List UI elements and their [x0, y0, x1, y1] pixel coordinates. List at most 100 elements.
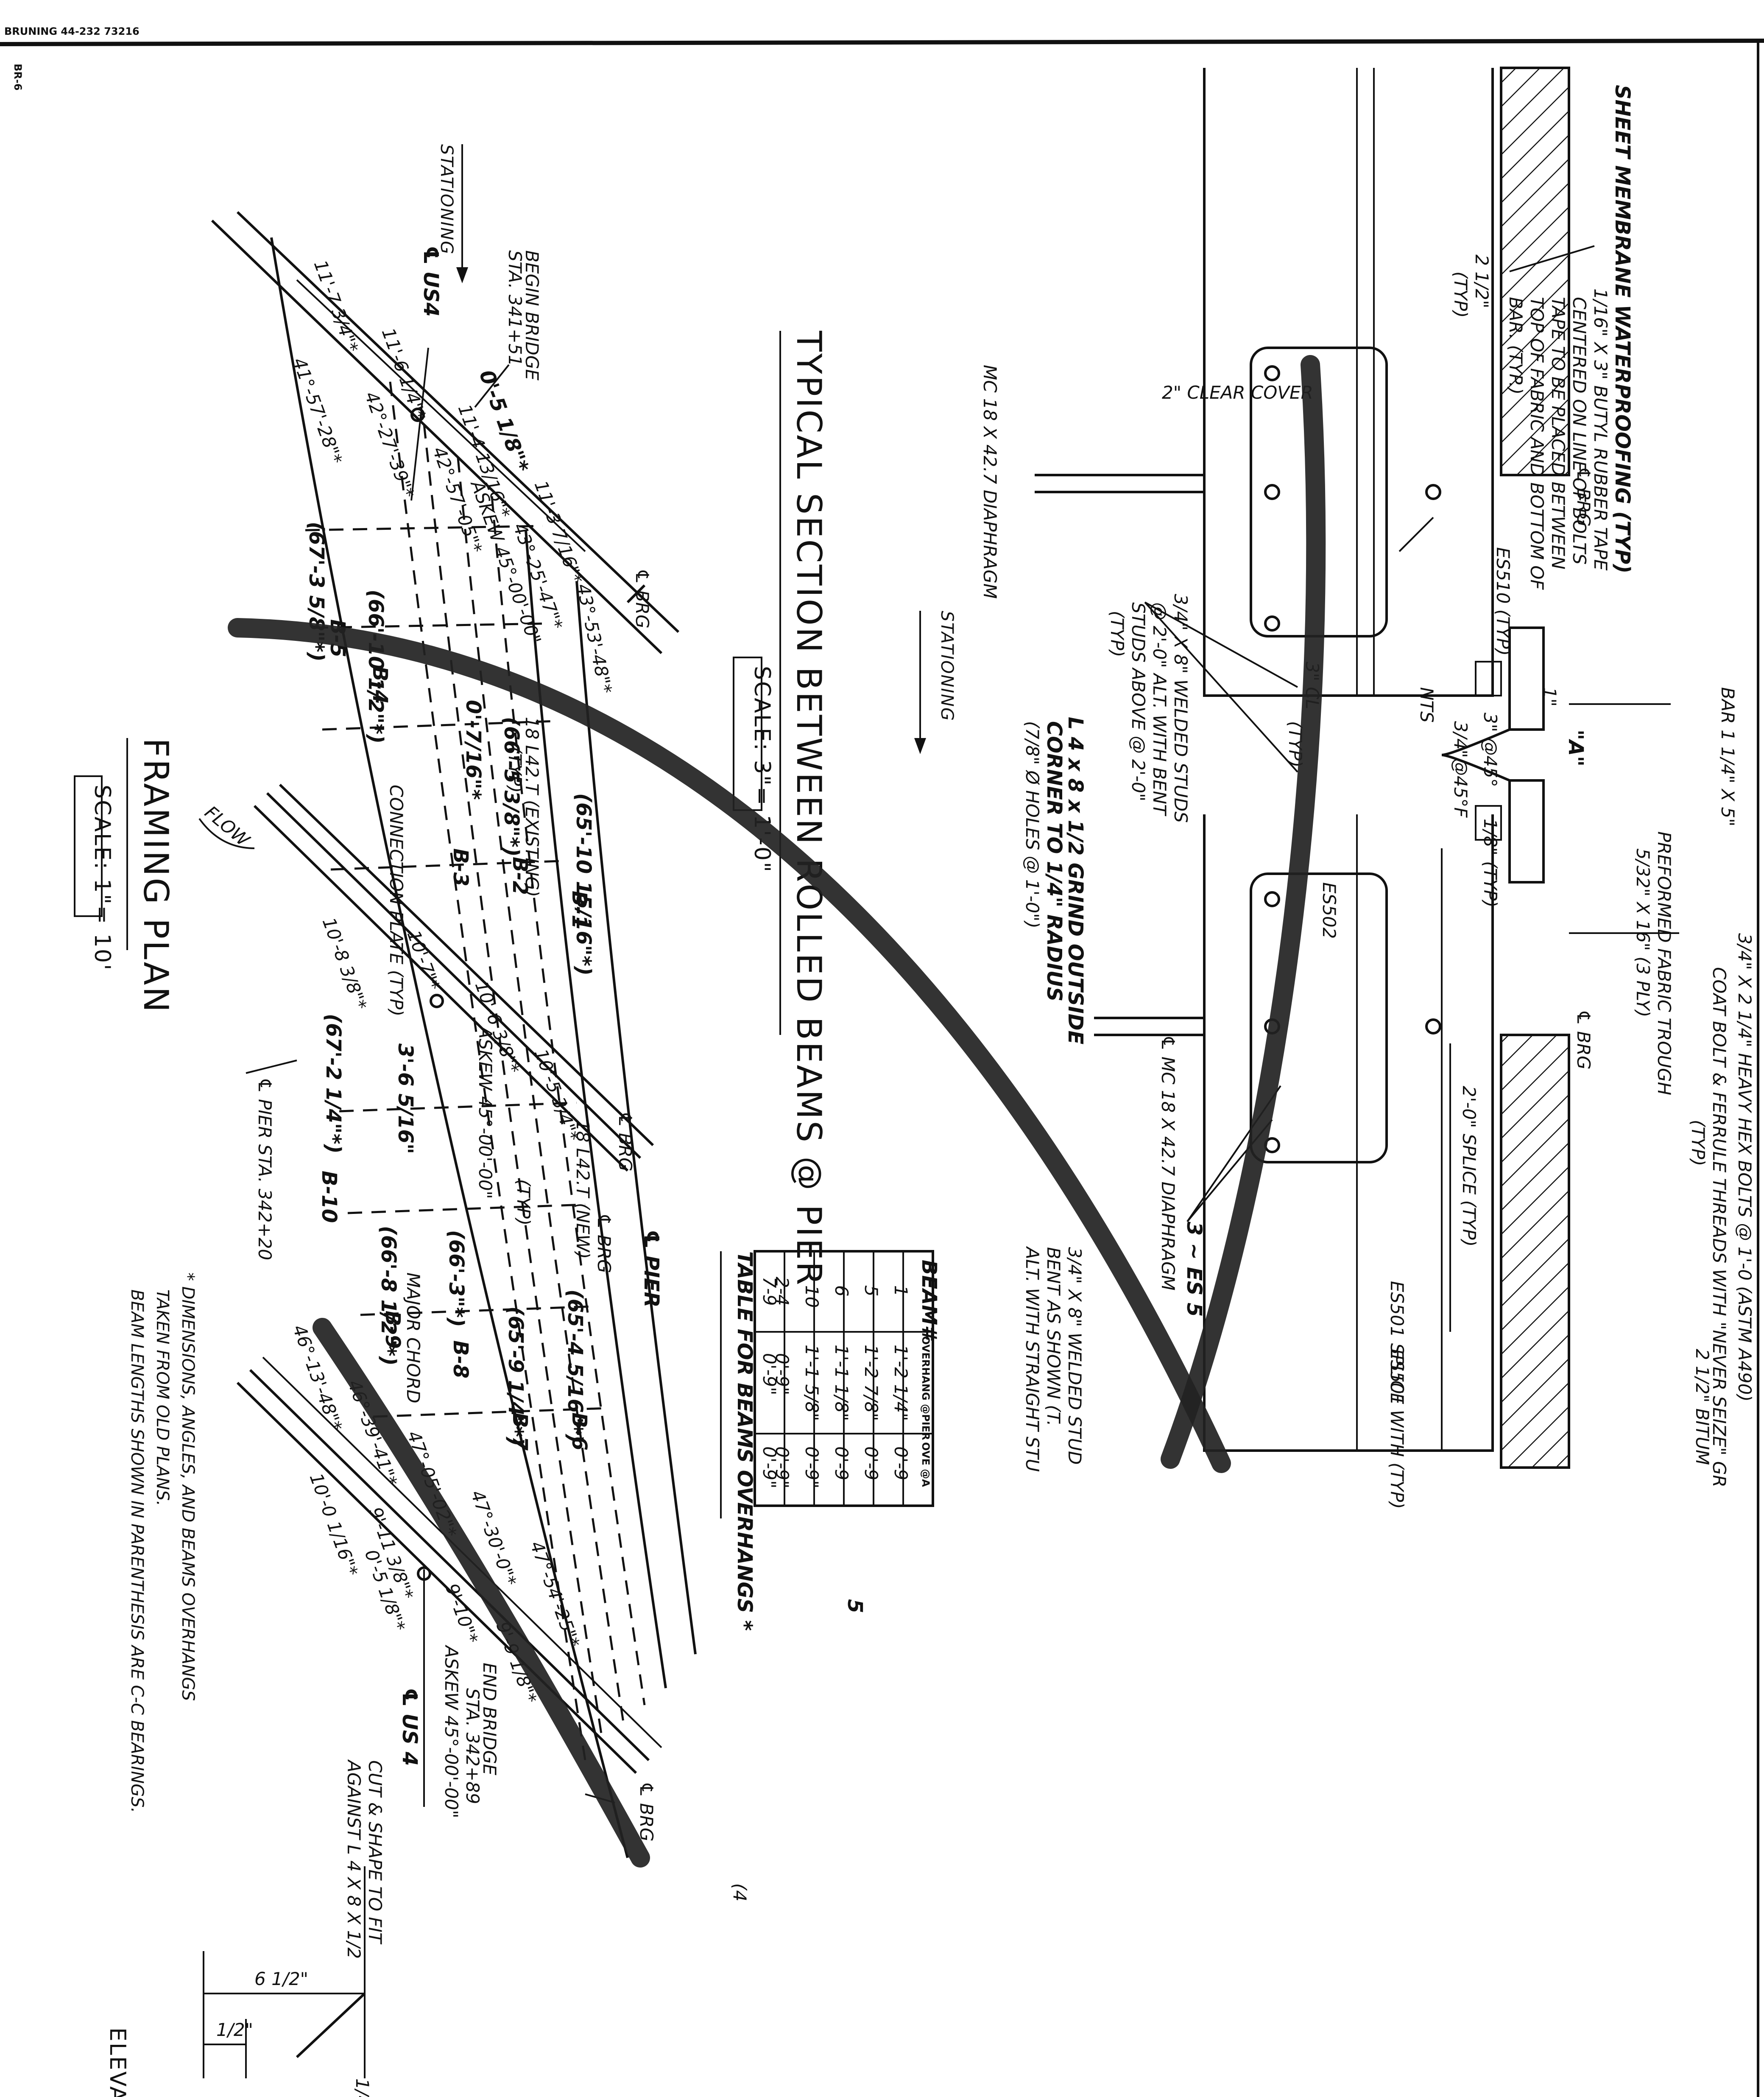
leader-studs-2 — [1144, 601, 1298, 773]
elev-dim-2: 1/2" — [216, 2019, 253, 2040]
joint-angle-upper — [1475, 661, 1502, 696]
at45-label: 3" @45° — [1480, 713, 1501, 787]
begin-bridge-line-1 — [211, 219, 663, 654]
hatched-block-bottom — [1500, 1034, 1570, 1469]
fp-stationing-label: STATIONING — [437, 144, 456, 255]
bolts-2: COAT BOLT & FERRULE THREADS WITH "NEVER … — [1709, 967, 1730, 1487]
length-label-b10-lower: (67'-2 1/4"*) — [321, 1014, 345, 1154]
nts-label: NTS — [1416, 687, 1437, 723]
beam-label-b10: B-10 — [317, 1171, 341, 1223]
rebar-dot-5 — [1264, 891, 1280, 907]
askew-2-label: ASKEW 45°-00'-00" — [475, 1025, 496, 1199]
table-row-3-pier: 1'-1 1/8" — [831, 1345, 852, 1421]
bolts-1: 3/4" X 2 1/4" HEAVY HEX BOLTS @ 1'-0 (AS… — [1734, 933, 1755, 1402]
joint-bar-lower — [1508, 779, 1545, 884]
overhang-table: BEAM# OVERHANG @PIER OVE @A 1 1'-2 1/4" … — [720, 1250, 941, 1901]
brg-end-label: ℄ BRG — [636, 1781, 657, 1842]
beam-line-b7 — [457, 458, 625, 1722]
es-label: 3 ~ ES 5 — [1182, 1222, 1206, 1317]
es502-label: ES502 — [1319, 882, 1340, 939]
fabric-trough — [1441, 728, 1510, 782]
rebar-loop-lower — [1250, 872, 1388, 1163]
brg-pier-label-2: ℄ BRG — [594, 1213, 614, 1273]
angle-label-1: 41°-57'-28"* — [289, 355, 346, 467]
beam-line-b9 — [389, 381, 586, 1761]
length-label-b6: (65'-4 5/16"*) — [563, 1289, 587, 1443]
begin-sta-label: STA. 341+51 — [505, 250, 525, 366]
table-row-4-abut: 0'-9" — [801, 1446, 822, 1488]
dim-2-5: 2 1/2" — [1471, 254, 1492, 308]
cross-frame-2 — [313, 622, 547, 629]
note-line-2: TAKEN FROM OLD PLANS. — [153, 1289, 172, 1506]
beam-label-b7: B-7 — [508, 1412, 532, 1451]
framing-plan: STATIONING BEGIN BRIDGE STA. 341+51 ℄ US… — [74, 144, 697, 1858]
beam-label-b9: B-9 — [381, 1311, 405, 1349]
beam-label-b2: B-2 — [508, 857, 532, 895]
table-row-4-beam: 10 — [801, 1285, 822, 1308]
es510-label: ES510 (TYP) — [1493, 547, 1513, 656]
table-header-overhang-pier: OVERHANG @PIER — [920, 1336, 932, 1440]
brg-label-lower: ℄ BRG — [1573, 1009, 1594, 1070]
angle-2: CORNER TO 1/4" RADIUS — [1042, 721, 1066, 1001]
stationing-arrow-head — [456, 267, 468, 283]
dim-2-5-typ: (TYP) — [1450, 271, 1471, 318]
end-bridge-point — [417, 1566, 431, 1581]
cross-frame-3 — [322, 720, 556, 731]
sheet-top-border — [0, 39, 1764, 46]
table-row-4-pier: 1'-1 5/8" — [801, 1345, 822, 1421]
bolts-3: (TYP) — [1688, 1120, 1708, 1166]
cut-note-1: CUT & SHAPE TO FIT — [365, 1760, 385, 1945]
framing-plan-scale: SCALE: 1"= 10' — [89, 785, 115, 971]
length-label-b9: (66'-8 1/2"*) — [377, 1226, 400, 1366]
angle-label-10: 47°-54'-25"* — [526, 1538, 584, 1650]
ref-5-label: 5 — [843, 1599, 867, 1613]
table-row-3-beam: 6 — [831, 1285, 852, 1297]
pier-line-2 — [266, 792, 642, 1159]
table-header-beam: BEAM# — [917, 1260, 941, 1341]
joint-angle-lower — [1475, 805, 1502, 841]
cross-frame-5 — [339, 1102, 577, 1113]
leader-studs-1 — [1144, 601, 1298, 688]
welded-stud2-3: ALT. WITH STRAIGHT STU — [1022, 1246, 1043, 1472]
butyl-tape-1: 1/16" X 3" BUTYL RUBBER TAPE — [1590, 288, 1611, 571]
us4-bottom-label: ℄ US 4 — [398, 1688, 421, 1766]
beam-existing-label: 18 L42.T (EXISTING) — [522, 717, 542, 897]
table-row-1-beam: 1 — [890, 1285, 911, 1297]
trough-2: 5/32" X 16" (3 PLY) — [1633, 848, 1653, 1017]
ts-stationing-arrow-head — [914, 738, 926, 754]
slab-lower-outline — [1203, 814, 1494, 1452]
butyl-tape-5: BAR. (TYP.) — [1505, 297, 1526, 394]
studs-4: (TYP) — [1107, 611, 1128, 657]
slab-upper-outline — [1203, 68, 1494, 697]
begin-bridge-dim-line — [296, 279, 586, 552]
ref-4-label: (4 — [729, 1883, 750, 1901]
framing-plan-title: FRAMING PLAN — [136, 738, 176, 1014]
diaphragm2-label: ℄ MC 18 X 42.7 DIAPHRAGM — [1158, 1035, 1178, 1291]
beam-new-label: 18 L42.T (NEW) — [572, 1120, 593, 1259]
length-label-b1: (65'-10 15/16"*) — [572, 793, 595, 976]
note-line-1: * DIMENSIONS, ANGLES, AND BEAMS OVERHANG… — [178, 1272, 198, 1701]
pier-right-label: ℄ PIER — [639, 1230, 663, 1308]
table-row-2-pier: 1'-2 7/8" — [861, 1345, 882, 1421]
butyl-tape-2: CENTERED ON LINE OF BOLTS — [1569, 297, 1590, 565]
one-inch-label: 1" — [1539, 687, 1560, 707]
table-row-2-abut: 0'-9 — [861, 1446, 882, 1480]
cross-frame-1 — [305, 525, 543, 531]
elev-dim-1: 6 1/2" — [254, 1968, 308, 1989]
cut-note-2: AGAINST L 4 X 8 X 1/2 — [343, 1759, 364, 1959]
pier-point — [430, 994, 444, 1008]
leader-pier — [246, 1060, 297, 1074]
brg-label-upper: ℄ BRG — [1573, 467, 1594, 527]
bitum-label: 2 1/2" BITUM — [1692, 1349, 1713, 1465]
rebar-dot-1 — [1264, 365, 1280, 381]
end-sta-label: STA. 342+89 — [462, 1688, 483, 1804]
table-row-5-pier: 0'-9" — [772, 1353, 793, 1395]
askew-3-label: ASKEW 45°-00'-00" — [441, 1644, 462, 1818]
table-row-2-beam: 5 — [861, 1285, 882, 1297]
beam-label-b4: B-4 — [368, 666, 392, 704]
dim-label-7: 10'-8 3/8"* — [318, 915, 371, 1013]
studs-3: STUDS ABOVE @ 2'-0" — [1128, 602, 1149, 801]
elev-chamfer — [296, 1992, 366, 2058]
leader-begin — [474, 364, 510, 408]
